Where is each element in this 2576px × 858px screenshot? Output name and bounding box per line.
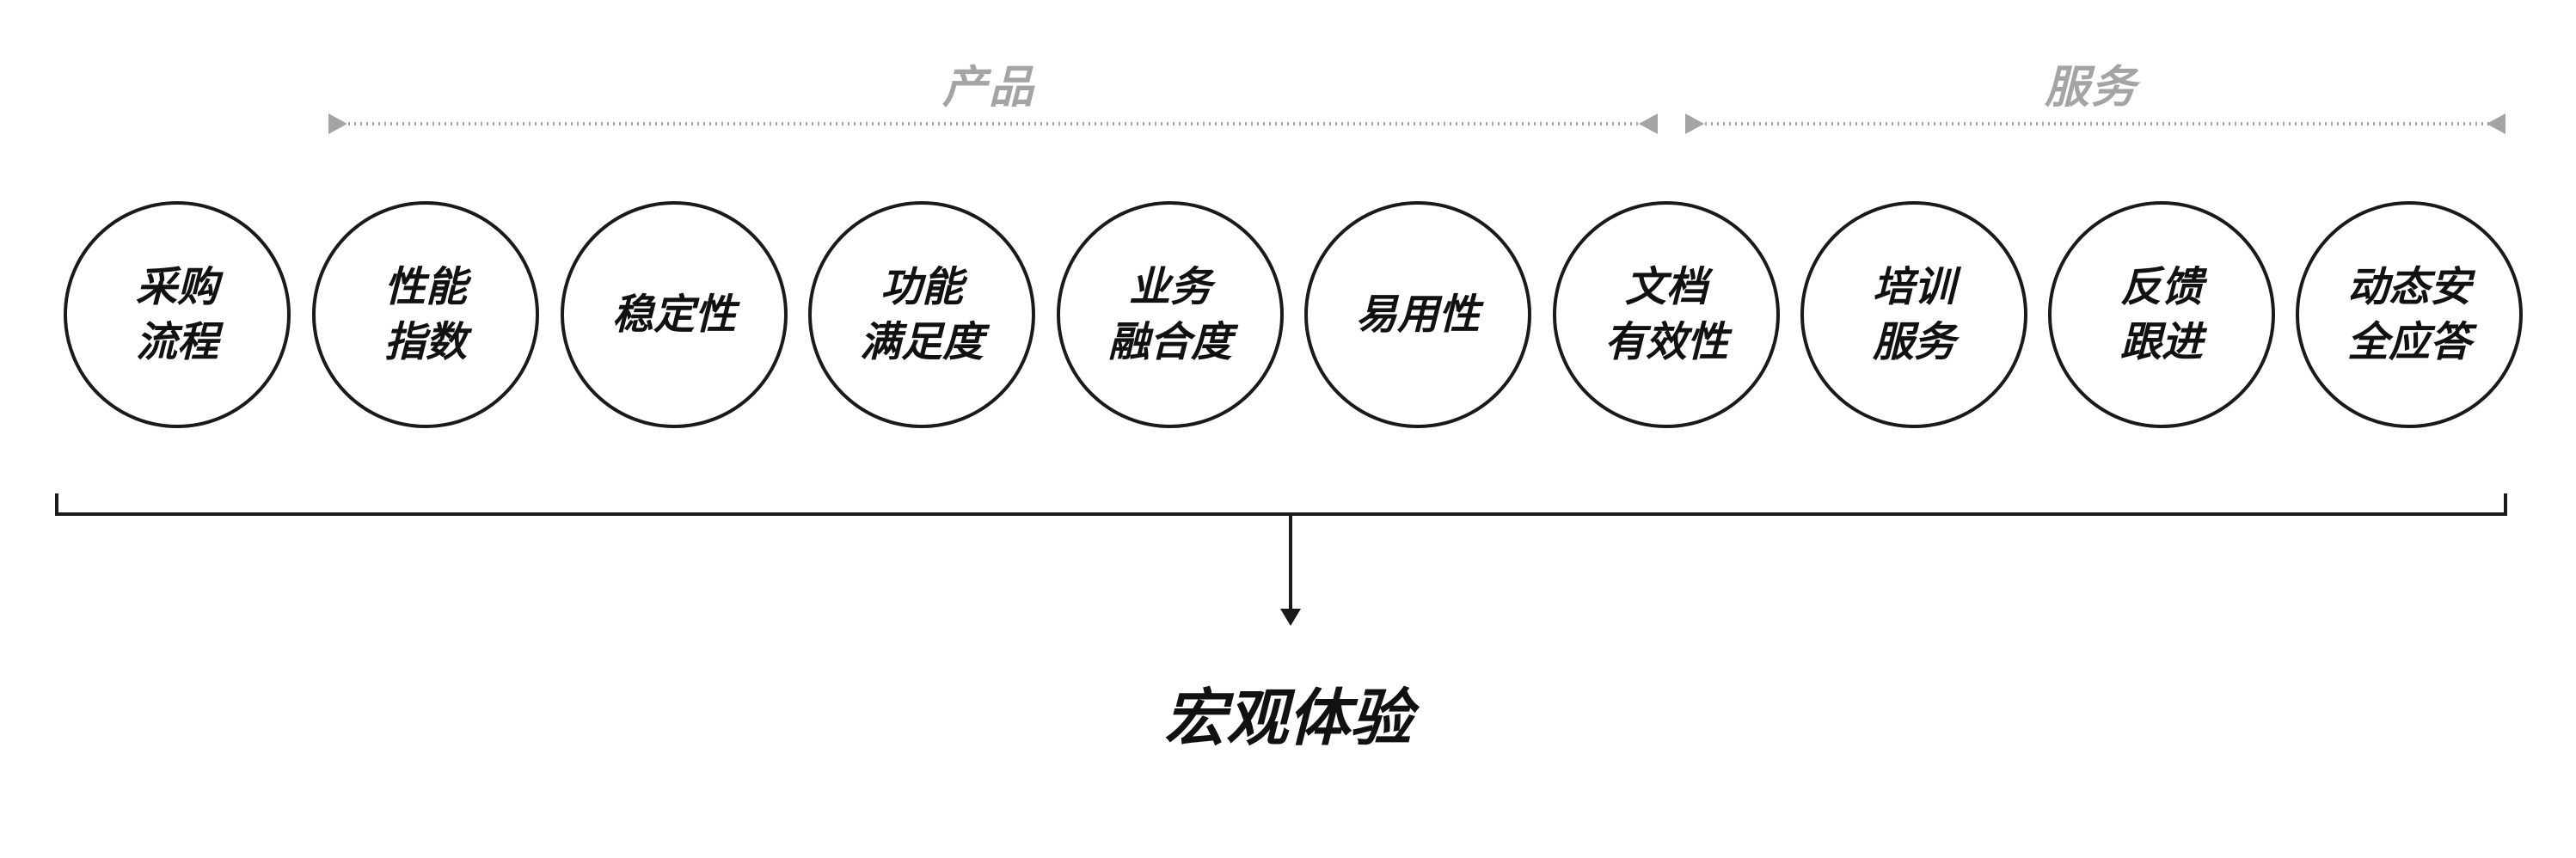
node-functional-fit: 功能 满足度 bbox=[808, 201, 1035, 428]
node-stability: 稳定性 bbox=[561, 201, 788, 428]
product-range-right-arrow bbox=[1639, 113, 1658, 134]
node-label-line: 功能 bbox=[880, 263, 963, 311]
product-range-left-arrow bbox=[328, 113, 347, 134]
node-label-line: 有效性 bbox=[1604, 318, 1728, 366]
group-label-service: 服务 bbox=[2044, 62, 2137, 113]
group-label-product: 产品 bbox=[941, 62, 1035, 113]
node-label-line: 培训 bbox=[1872, 263, 1955, 311]
down-arrow-head bbox=[1280, 609, 1301, 626]
result-label: 宏观体验 bbox=[1163, 682, 1412, 754]
node-label-line: 指数 bbox=[383, 318, 467, 366]
node-label-line: 满足度 bbox=[859, 318, 984, 366]
node-performance-index: 性能 指数 bbox=[312, 201, 539, 428]
node-documentation-effectiveness: 文档 有效性 bbox=[1553, 201, 1780, 428]
node-label-line: 跟进 bbox=[2119, 318, 2203, 366]
node-label-line: 服务 bbox=[1872, 318, 1955, 366]
service-range-left-arrow bbox=[1685, 113, 1704, 134]
node-label-line: 稳定性 bbox=[611, 291, 736, 339]
node-label-line: 采购 bbox=[135, 263, 218, 311]
node-training-service: 培训 服务 bbox=[1800, 201, 2027, 428]
node-label-line: 融合度 bbox=[1107, 318, 1232, 366]
node-label-line: 易用性 bbox=[1355, 291, 1480, 339]
node-usability: 易用性 bbox=[1304, 201, 1531, 428]
node-label-line: 全应答 bbox=[2346, 318, 2471, 366]
service-range-right-arrow bbox=[2487, 113, 2505, 134]
node-label-line: 反馈 bbox=[2119, 263, 2203, 311]
node-label-line: 流程 bbox=[135, 318, 218, 366]
node-dynamic-security-response: 动态安 全应答 bbox=[2296, 201, 2523, 428]
aggregate-bracket bbox=[55, 493, 2507, 516]
node-label-line: 性能 bbox=[383, 263, 467, 311]
node-label-line: 业务 bbox=[1128, 263, 1211, 311]
node-feedback-follow-up: 反馈 跟进 bbox=[2048, 201, 2275, 428]
node-label-line: 动态安 bbox=[2346, 263, 2471, 311]
node-business-integration: 业务 融合度 bbox=[1057, 201, 1284, 428]
node-procurement-process: 采购 流程 bbox=[64, 201, 291, 428]
node-label-line: 文档 bbox=[1624, 263, 1708, 311]
